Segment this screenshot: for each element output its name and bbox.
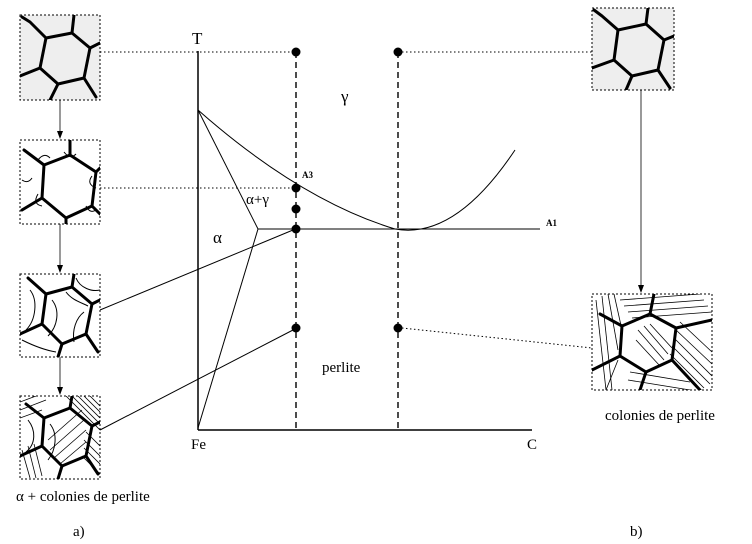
state-point-perlite xyxy=(292,324,301,333)
a1-label: A1 xyxy=(546,218,557,228)
fe-label: Fe xyxy=(191,437,206,453)
connector-eutectoid-to-b2-panel xyxy=(402,328,592,348)
temperature-label: T xyxy=(192,29,203,48)
phase-diagram: T Fe C γ α α+γ A3 A1 perlite xyxy=(191,29,557,453)
micrograph-ferrite-nucleation xyxy=(20,140,100,224)
connector-perlite-to-a4-panel xyxy=(100,330,293,430)
state-point-a1 xyxy=(292,225,301,234)
a3-curve xyxy=(198,110,515,230)
alpha-boundary-upper xyxy=(198,110,258,229)
connector-a1-to-a3-panel xyxy=(100,230,293,310)
panel-a: α + colonies de perlite a) xyxy=(16,15,150,540)
state-point-eutectoid-perlite xyxy=(394,324,403,333)
state-point-eutectoid-gamma xyxy=(394,48,403,57)
state-point-gamma xyxy=(292,48,301,57)
state-point-a3 xyxy=(292,184,301,193)
c-label: C xyxy=(527,437,537,453)
micrograph-ferrite-perlite xyxy=(20,396,100,479)
panel-b-caption: colonies de perlite xyxy=(605,408,715,424)
panel-a-caption: α + colonies de perlite xyxy=(16,489,150,505)
micrograph-austenite-b xyxy=(592,8,674,90)
micrograph-ferrite-growth xyxy=(20,274,100,357)
alpha-boundary-lower xyxy=(198,229,258,428)
micrograph-perlite-colonies xyxy=(592,294,712,390)
micrograph-austenite-a xyxy=(20,15,100,100)
state-point-alpha-gamma xyxy=(292,205,301,214)
a3-label: A3 xyxy=(302,170,313,180)
panel-b-tag: b) xyxy=(630,524,643,540)
perlite-label: perlite xyxy=(322,360,361,376)
alpha-label: α xyxy=(213,228,222,247)
gamma-label: γ xyxy=(340,87,349,106)
panel-b: colonies de perlite b) xyxy=(592,8,715,540)
panel-a-tag: a) xyxy=(73,524,85,540)
alpha-gamma-label: α+γ xyxy=(246,192,269,208)
